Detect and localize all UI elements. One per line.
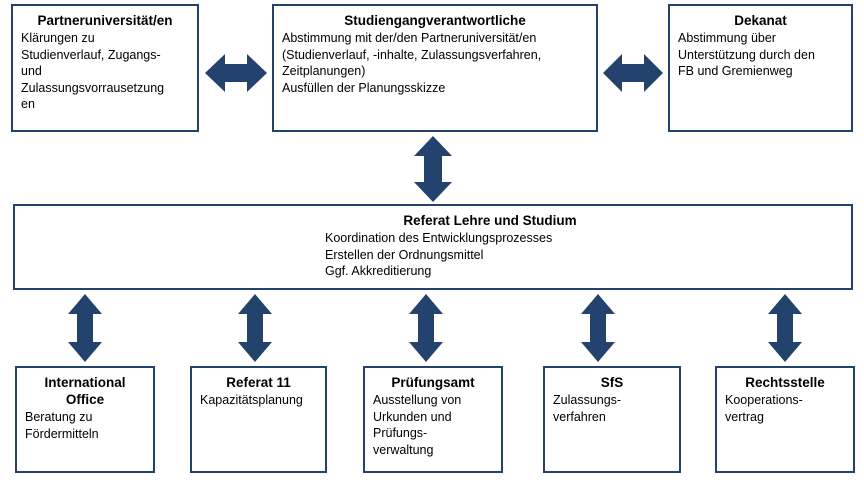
box-title: Rechtsstelle	[745, 375, 825, 390]
double-arrow-horizontal-icon	[205, 54, 267, 92]
box-body: Abstimmung mit der/den Partneruniversitä…	[282, 31, 542, 95]
box-body: Kapazitätsplanung	[200, 393, 303, 407]
box-international-office[interactable]: International Office Beratung zu Förderm…	[15, 366, 155, 473]
box-body: Zulassungs- verfahren	[553, 393, 622, 424]
box-referat-lehre-und-studium[interactable]: Referat Lehre und Studium Koordination d…	[13, 204, 853, 290]
double-arrow-horizontal-icon	[603, 54, 663, 92]
box-body: Ausstellung von Urkunden und Prüfungs- v…	[373, 393, 462, 457]
box-sfs[interactable]: SfS Zulassungs- verfahren	[543, 366, 681, 473]
box-rechtsstelle[interactable]: Rechtsstelle Kooperations- vertrag	[715, 366, 855, 473]
box-text-block: Referat Lehre und Studium Koordination d…	[325, 212, 655, 280]
double-arrow-vertical-icon	[68, 294, 102, 362]
box-title: Partneruniversität/en	[37, 13, 173, 28]
box-title: International Office	[44, 375, 126, 407]
box-title: Referat Lehre und Studium	[403, 213, 577, 228]
box-pruefungsamt[interactable]: Prüfungsamt Ausstellung von Urkunden und…	[363, 366, 503, 473]
box-body: Kooperations- vertrag	[725, 393, 803, 424]
double-arrow-vertical-icon	[768, 294, 802, 362]
box-title: Studiengangverantwortliche	[344, 13, 526, 28]
box-dekanat[interactable]: Dekanat Abstimmung über Unterstützung du…	[668, 4, 853, 132]
box-body: Koordination des Entwicklungsprozesses E…	[325, 231, 553, 278]
box-partneruniversitaet[interactable]: Partneruniversität/en Klärungen zu Studi…	[11, 4, 199, 132]
box-body: Klärungen zu Studienverlauf, Zugangs- un…	[21, 31, 165, 111]
box-body: Beratung zu Fördermitteln	[25, 410, 99, 441]
box-referat-11[interactable]: Referat 11 Kapazitätsplanung	[190, 366, 327, 473]
double-arrow-vertical-icon	[414, 136, 452, 202]
box-title: SfS	[600, 375, 624, 390]
double-arrow-vertical-icon	[238, 294, 272, 362]
double-arrow-vertical-icon	[409, 294, 443, 362]
box-title: Referat 11	[226, 375, 291, 390]
box-body: Abstimmung über Unterstützung durch den …	[678, 31, 815, 78]
double-arrow-vertical-icon	[581, 294, 615, 362]
box-studiengangverantwortliche[interactable]: Studiengangverantwortliche Abstimmung mi…	[272, 4, 598, 132]
box-title: Dekanat	[734, 13, 787, 28]
box-title: Prüfungsamt	[391, 375, 475, 390]
